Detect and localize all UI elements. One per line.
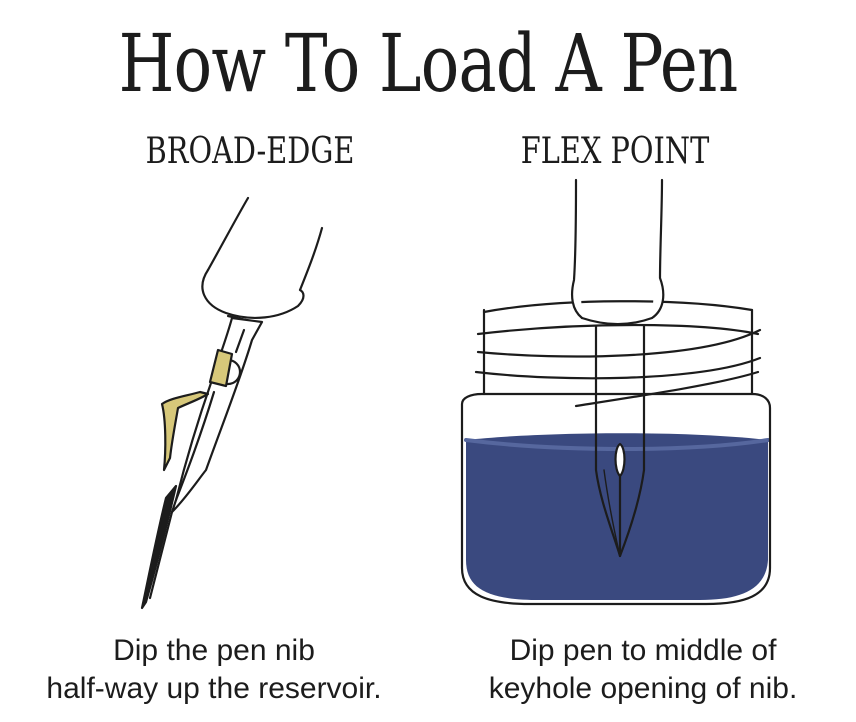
flex-point-caption-line1: Dip pen to middle of (509, 634, 777, 667)
flex-point-heading: FLEX POINT (520, 131, 710, 172)
broad-edge-caption-line1: Dip the pen nib (113, 634, 315, 667)
page-title: How To Load A Pen (118, 17, 739, 110)
flex-point-caption: Dip pen to middle of keyhole opening of … (430, 632, 856, 708)
flex-point-pen-illustration (460, 178, 772, 606)
broad-edge-pen-illustration (140, 196, 324, 610)
broad-edge-caption: Dip the pen nib half-way up the reservoi… (0, 632, 428, 708)
flex-point-caption-line2: keyhole opening of nib. (488, 672, 798, 705)
broad-edge-heading: BROAD-EDGE (145, 131, 355, 172)
broad-edge-caption-line2: half-way up the reservoir. (46, 672, 382, 705)
